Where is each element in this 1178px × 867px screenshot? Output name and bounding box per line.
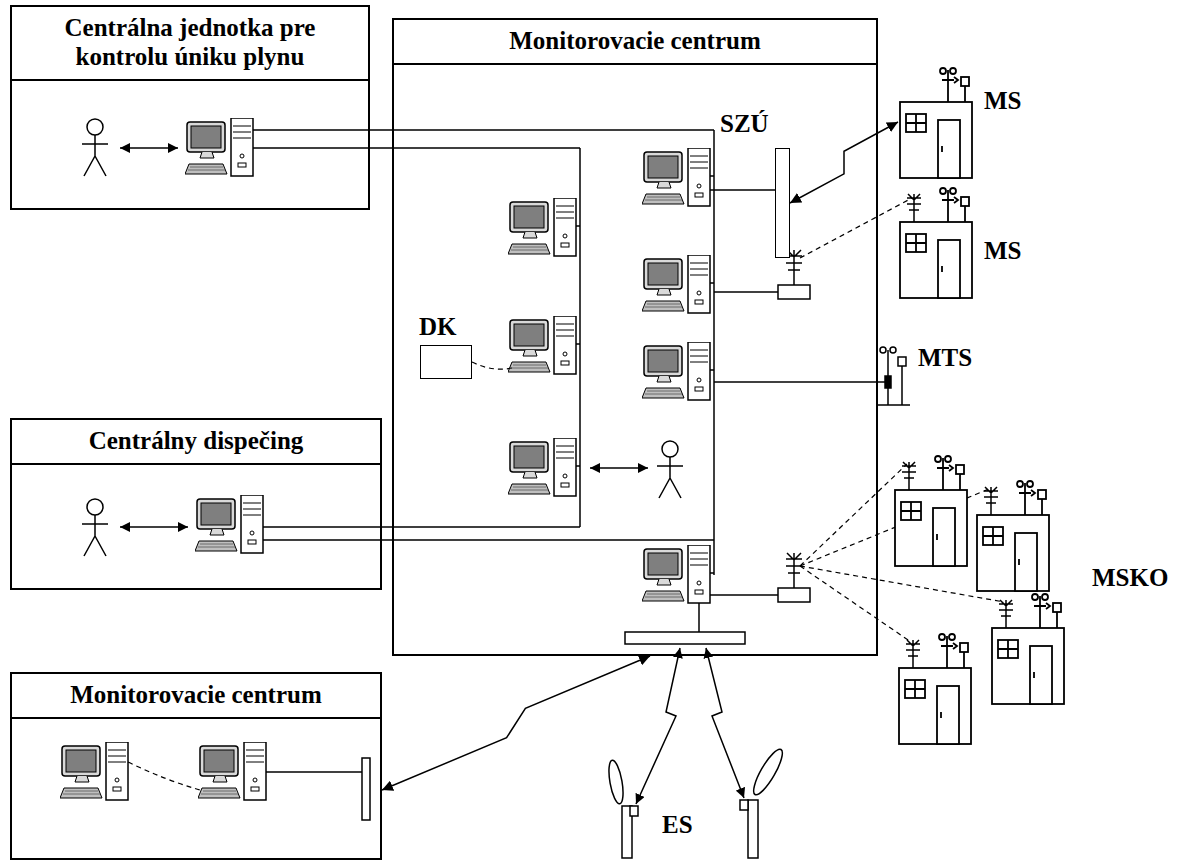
network-line <box>382 539 392 541</box>
radio-link <box>382 656 650 790</box>
panel-box: Monitorovacie centrum <box>10 672 382 860</box>
antennas <box>778 250 810 602</box>
mts-mast <box>878 347 910 405</box>
building-icon <box>898 182 974 300</box>
person-arrows <box>120 148 648 527</box>
node-label: MS <box>984 238 1022 263</box>
network-line <box>370 129 392 131</box>
network-line <box>382 526 392 528</box>
msko-stations <box>895 456 1064 744</box>
panel-header: Centrálny dispečing <box>12 420 380 465</box>
panel-header: Monitorovacie centrum <box>394 20 876 65</box>
es-towers <box>606 648 787 858</box>
panel-box: Centrálny dispečing <box>10 418 382 590</box>
device-box: DK <box>420 345 472 379</box>
station-label: MTS <box>918 345 972 370</box>
node-label: SZÚ <box>720 111 769 136</box>
persons <box>82 119 683 556</box>
panel-title: Monitorovacie centrum <box>402 27 868 56</box>
network-line <box>370 147 392 149</box>
panel-header: Monitorovacie centrum <box>12 674 380 719</box>
building-icon <box>898 62 974 180</box>
node-label: MS <box>984 88 1022 113</box>
station-building: MS <box>898 182 974 300</box>
panel-title: Centrálna jednotka pre kontrolu úniku pl… <box>20 14 360 72</box>
node-label: DK <box>419 314 457 339</box>
panel-header: Centrálna jednotka pre kontrolu úniku pl… <box>12 7 368 81</box>
antenna-panel: SZÚ <box>775 148 790 258</box>
bars <box>362 632 745 820</box>
panel-title: Centrálny dispečing <box>20 427 372 456</box>
panel-box: Centrálna jednotka pre kontrolu úniku pl… <box>10 5 370 210</box>
panel-box: Monitorovacie centrumSZÚ DK <box>392 18 878 656</box>
station-label: ES <box>662 812 693 837</box>
radio-link <box>790 122 898 203</box>
panel-title: Monitorovacie centrum <box>20 681 372 710</box>
station-building: MS <box>898 62 974 180</box>
network-wires <box>253 130 886 772</box>
station-label: MSKO <box>1092 565 1168 590</box>
